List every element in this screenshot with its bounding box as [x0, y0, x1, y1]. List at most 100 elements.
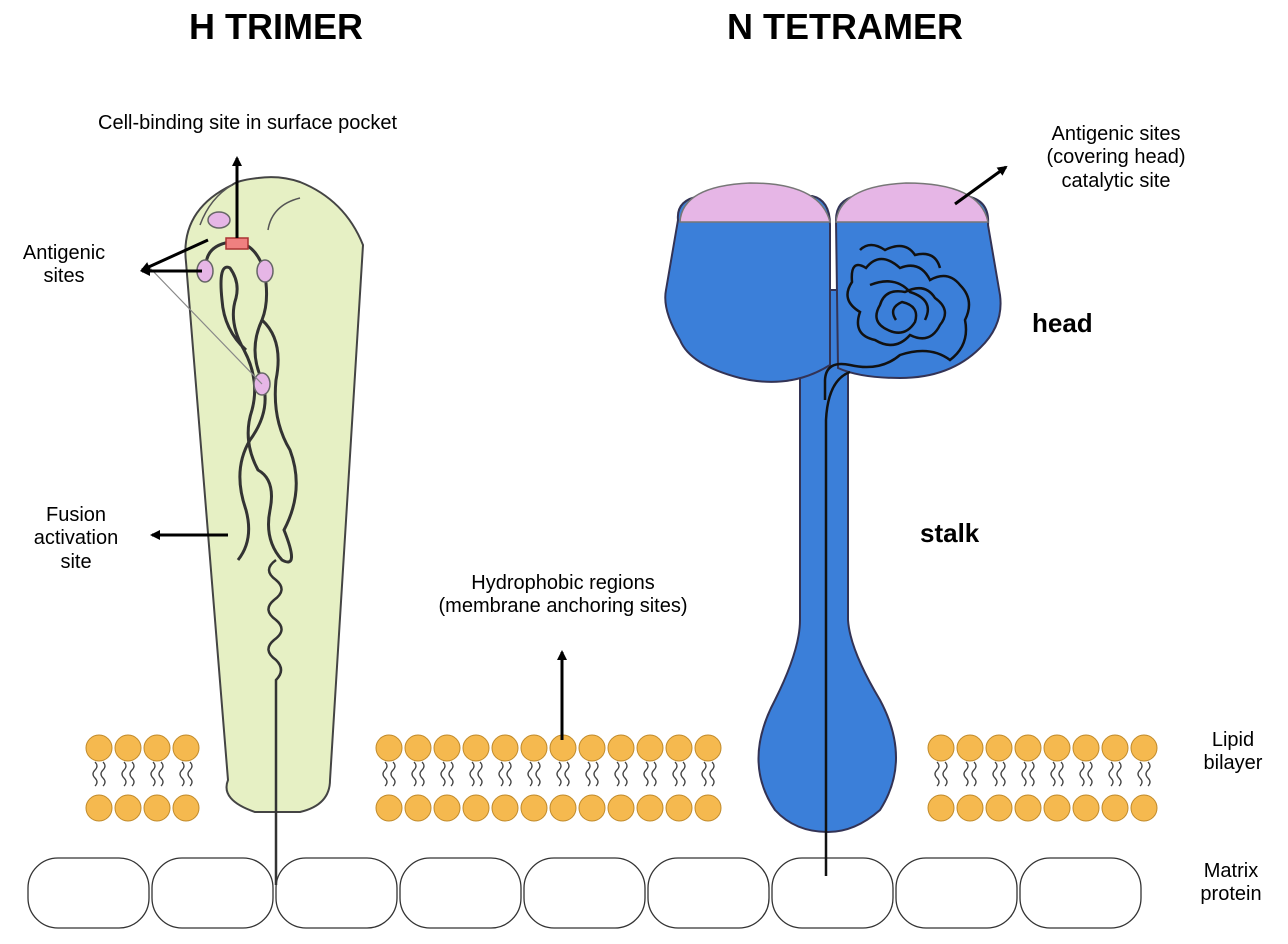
lipid-tail	[673, 762, 677, 786]
lipid-tail	[557, 762, 561, 786]
lipid-head	[986, 795, 1012, 821]
matrix-protein-cell	[772, 858, 893, 928]
lipid-tail	[441, 762, 445, 786]
matrix-protein-cell	[276, 858, 397, 928]
lipid-tail	[101, 762, 105, 786]
matrix-line2: protein	[1183, 883, 1279, 906]
lipid-tail	[1088, 762, 1092, 786]
lipid-head	[405, 735, 431, 761]
n-head-left	[665, 196, 830, 382]
matrix-protein-cell	[28, 858, 149, 928]
lipid-tail	[964, 762, 968, 786]
lipid-head	[463, 735, 489, 761]
fusion-line2: activation	[12, 527, 140, 550]
lipid-tail	[943, 762, 947, 786]
n-antigenic-cap-left	[680, 183, 830, 222]
lipid-tail	[710, 762, 714, 786]
lipid-tail	[391, 762, 395, 786]
lipid-tail	[536, 762, 540, 786]
lipid-line2: bilayer	[1185, 752, 1281, 775]
lipid-head	[550, 795, 576, 821]
lipid-tail	[449, 762, 453, 786]
lipid-head	[637, 735, 663, 761]
hydrophobic-label: Hydrophobic regions (membrane anchoring …	[398, 572, 728, 619]
lipid-head	[521, 735, 547, 761]
lipid-head	[608, 735, 634, 761]
lipid-tail	[470, 762, 474, 786]
lipid-tail	[93, 762, 97, 786]
lipid-tail	[151, 762, 155, 786]
matrix-protein-cell	[648, 858, 769, 928]
lipid-head	[1015, 795, 1041, 821]
lipid-head	[434, 735, 460, 761]
lipid-head	[144, 795, 170, 821]
lipid-head	[1073, 735, 1099, 761]
matrix-protein-cell	[1020, 858, 1141, 928]
lipid-head	[1102, 735, 1128, 761]
lipid-tail	[188, 762, 192, 786]
lipid-head	[1073, 795, 1099, 821]
lipid-tail	[993, 762, 997, 786]
lipid-head	[695, 795, 721, 821]
n-antigenic-label: Antigenic sites (covering head) catalyti…	[1016, 123, 1216, 193]
lipid-line1: Lipid	[1185, 729, 1281, 752]
lipid-head	[666, 735, 692, 761]
fusion-line1: Fusion	[12, 504, 140, 527]
lipid-head	[376, 735, 402, 761]
n-antigenic-line1: Antigenic sites	[1016, 123, 1216, 146]
lipid-tail	[1059, 762, 1063, 786]
matrix-line1: Matrix	[1183, 860, 1279, 883]
lipid-head	[928, 795, 954, 821]
lipid-tail	[623, 762, 627, 786]
lipid-head	[928, 735, 954, 761]
n-tetramer-title: N TETRAMER	[727, 6, 963, 48]
fusion-line3: site	[12, 551, 140, 574]
lipid-head	[405, 795, 431, 821]
lipid-tail	[1117, 762, 1121, 786]
antigenic-sites-label: Antigenic sites	[6, 242, 122, 289]
cell-binding-label: Cell-binding site in surface pocket	[98, 112, 397, 135]
antigenic-sites-line2: sites	[6, 265, 122, 288]
lipid-head	[957, 735, 983, 761]
lipid-tail	[478, 762, 482, 786]
lipid-head	[986, 735, 1012, 761]
lipid-tail	[122, 762, 126, 786]
n-antigenic-cap-right	[836, 183, 988, 222]
lipid-head	[492, 795, 518, 821]
lipid-head	[695, 735, 721, 761]
fusion-label: Fusion activation site	[12, 504, 140, 574]
cell-binding-site	[226, 238, 248, 249]
lipid-head	[637, 795, 663, 821]
lipid-tail	[935, 762, 939, 786]
lipid-head	[579, 795, 605, 821]
lipid-head	[86, 795, 112, 821]
h-trimer	[142, 158, 363, 885]
lipid-tail	[1080, 762, 1084, 786]
matrix-protein-cell	[400, 858, 521, 928]
lipid-tail	[565, 762, 569, 786]
h-antigenic-site-1	[208, 212, 230, 228]
matrix-protein-cell	[896, 858, 1017, 928]
n-antigenic-line2: (covering head)	[1016, 146, 1216, 169]
lipid-head	[957, 795, 983, 821]
lipid-head	[434, 795, 460, 821]
antigenic-sites-line1: Antigenic	[6, 242, 122, 265]
lipid-tail	[1109, 762, 1113, 786]
lipid-tail	[681, 762, 685, 786]
lipid-head	[666, 795, 692, 821]
lipid-tail	[528, 762, 532, 786]
lipid-head	[1044, 735, 1070, 761]
lipid-tail	[1051, 762, 1055, 786]
lipid-head	[521, 795, 547, 821]
lipid-tail	[594, 762, 598, 786]
lipid-tail	[972, 762, 976, 786]
h-trimer-title: H TRIMER	[189, 6, 363, 48]
n-antigenic-line3: catalytic site	[1016, 170, 1216, 193]
lipid-head	[1131, 735, 1157, 761]
lipid-tail	[1001, 762, 1005, 786]
lipid-tail	[420, 762, 424, 786]
lipid-head	[115, 735, 141, 761]
lipid-head	[173, 795, 199, 821]
head-label: head	[1032, 308, 1093, 338]
